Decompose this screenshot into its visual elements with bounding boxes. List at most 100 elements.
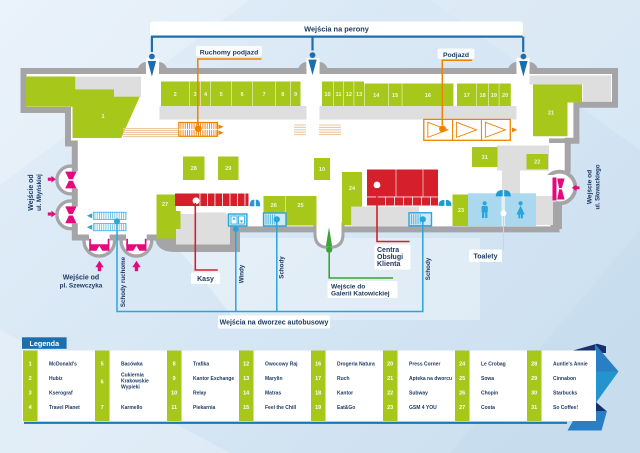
svg-text:Marylin: Marylin [265, 376, 283, 382]
svg-text:Wejścia na dworzec autobusowy: Wejścia na dworzec autobusowy [220, 320, 329, 327]
svg-text:16: 16 [425, 93, 431, 99]
svg-text:29: 29 [225, 166, 231, 172]
svg-text:6: 6 [101, 379, 104, 385]
svg-text:14: 14 [243, 391, 250, 397]
svg-text:Drogeria Natura: Drogeria Natura [337, 362, 375, 368]
svg-text:Cinnabon: Cinnabon [553, 376, 576, 382]
svg-text:23: 23 [387, 405, 393, 411]
svg-text:7: 7 [101, 405, 104, 411]
svg-text:31: 31 [531, 405, 537, 411]
svg-text:10: 10 [319, 167, 325, 173]
svg-text:22: 22 [387, 391, 393, 397]
svg-text:Sowa: Sowa [481, 376, 494, 382]
svg-text:20: 20 [387, 362, 393, 368]
svg-text:ul. Słowackiego: ul. Słowackiego [596, 164, 602, 209]
svg-text:Obsługi: Obsługi [377, 254, 403, 261]
svg-text:5: 5 [220, 92, 223, 98]
svg-text:Subway: Subway [409, 391, 428, 397]
svg-text:ul. Młyńskiej: ul. Młyńskiej [36, 174, 43, 211]
svg-text:Trafika: Trafika [193, 362, 209, 368]
svg-text:8: 8 [281, 92, 284, 98]
svg-text:Apteka na dworcu: Apteka na dworcu [409, 376, 452, 382]
svg-text:25: 25 [459, 376, 465, 382]
svg-text:2: 2 [29, 376, 32, 382]
svg-text:Travel Planet: Travel Planet [49, 405, 80, 411]
svg-text:Klienta: Klienta [377, 261, 400, 268]
svg-text:Costa: Costa [481, 405, 495, 411]
svg-text:28: 28 [531, 362, 537, 368]
svg-text:Matras: Matras [265, 391, 281, 397]
svg-text:Eat&Go: Eat&Go [337, 405, 355, 411]
svg-text:19: 19 [315, 405, 321, 411]
svg-text:4: 4 [29, 405, 33, 411]
svg-text:17: 17 [315, 376, 321, 382]
svg-text:27: 27 [162, 202, 168, 208]
svg-text:3: 3 [29, 391, 32, 397]
svg-text:4: 4 [204, 92, 208, 98]
svg-text:21: 21 [387, 376, 393, 382]
svg-text:9: 9 [173, 376, 176, 382]
svg-text:Schody: Schody [279, 256, 286, 279]
svg-text:Legenda: Legenda [30, 339, 61, 348]
svg-text:Wejścia na perony: Wejścia na perony [304, 25, 370, 34]
svg-text:Press Corner: Press Corner [409, 362, 440, 368]
svg-text:8: 8 [173, 362, 176, 368]
svg-text:10: 10 [171, 391, 177, 397]
svg-text:27: 27 [459, 405, 465, 411]
svg-text:Centra: Centra [377, 247, 399, 254]
svg-text:19: 19 [491, 93, 497, 99]
svg-text:Wejście od: Wejście od [63, 275, 99, 282]
svg-text:Cukiernia: Cukiernia [121, 373, 144, 379]
svg-text:Owocowy Raj: Owocowy Raj [265, 362, 298, 368]
svg-text:Le Crobag: Le Crobag [481, 362, 506, 368]
svg-text:10: 10 [324, 92, 330, 98]
svg-text:13: 13 [356, 92, 362, 98]
svg-text:Kasy: Kasy [197, 276, 214, 283]
svg-text:26: 26 [271, 203, 277, 209]
svg-text:Toalety: Toalety [474, 253, 498, 260]
svg-text:Auntie's Annie: Auntie's Annie [553, 362, 588, 368]
svg-text:Relay: Relay [193, 391, 207, 397]
svg-text:29: 29 [531, 376, 537, 382]
svg-text:Kantor: Kantor [337, 391, 353, 397]
svg-text:16: 16 [315, 362, 321, 368]
svg-text:Kserograf: Kserograf [49, 391, 73, 397]
svg-text:11: 11 [336, 92, 342, 98]
svg-text:2: 2 [174, 92, 177, 98]
svg-text:17: 17 [464, 93, 470, 99]
svg-text:24: 24 [349, 186, 356, 192]
svg-text:Windy: Windy [239, 264, 246, 283]
svg-text:McDonald's: McDonald's [49, 362, 77, 368]
svg-text:13: 13 [243, 376, 249, 382]
svg-text:Chopin: Chopin [481, 391, 498, 397]
svg-text:14: 14 [373, 93, 380, 99]
svg-text:21: 21 [548, 111, 554, 117]
svg-text:Hubiz: Hubiz [49, 376, 63, 382]
svg-text:28: 28 [191, 166, 197, 172]
svg-text:9: 9 [294, 92, 297, 98]
svg-text:Wypieki: Wypieki [121, 385, 140, 391]
svg-text:3: 3 [193, 92, 196, 98]
svg-text:20: 20 [502, 93, 508, 99]
svg-text:pl. Szewczyka: pl. Szewczyka [60, 283, 103, 290]
svg-text:Galerii Katowickiej: Galerii Katowickiej [331, 291, 390, 298]
svg-text:22: 22 [534, 160, 540, 166]
svg-text:18: 18 [315, 391, 321, 397]
svg-text:5: 5 [101, 362, 104, 368]
svg-text:Krakowskie: Krakowskie [121, 379, 149, 385]
svg-text:12: 12 [346, 92, 352, 98]
svg-text:Schody: Schody [425, 257, 432, 280]
svg-text:15: 15 [243, 405, 249, 411]
svg-text:26: 26 [459, 391, 465, 397]
svg-text:Piekarnia: Piekarnia [193, 405, 215, 411]
svg-text:6: 6 [241, 92, 244, 98]
svg-text:1: 1 [101, 114, 104, 120]
svg-text:Wejście od: Wejście od [28, 174, 35, 210]
svg-text:30: 30 [531, 391, 537, 397]
svg-text:So Coffee!: So Coffee! [553, 405, 578, 411]
svg-text:11: 11 [171, 405, 177, 411]
svg-text:23: 23 [458, 208, 464, 214]
svg-text:1: 1 [29, 362, 32, 368]
svg-text:31: 31 [482, 155, 488, 161]
svg-text:15: 15 [392, 93, 398, 99]
